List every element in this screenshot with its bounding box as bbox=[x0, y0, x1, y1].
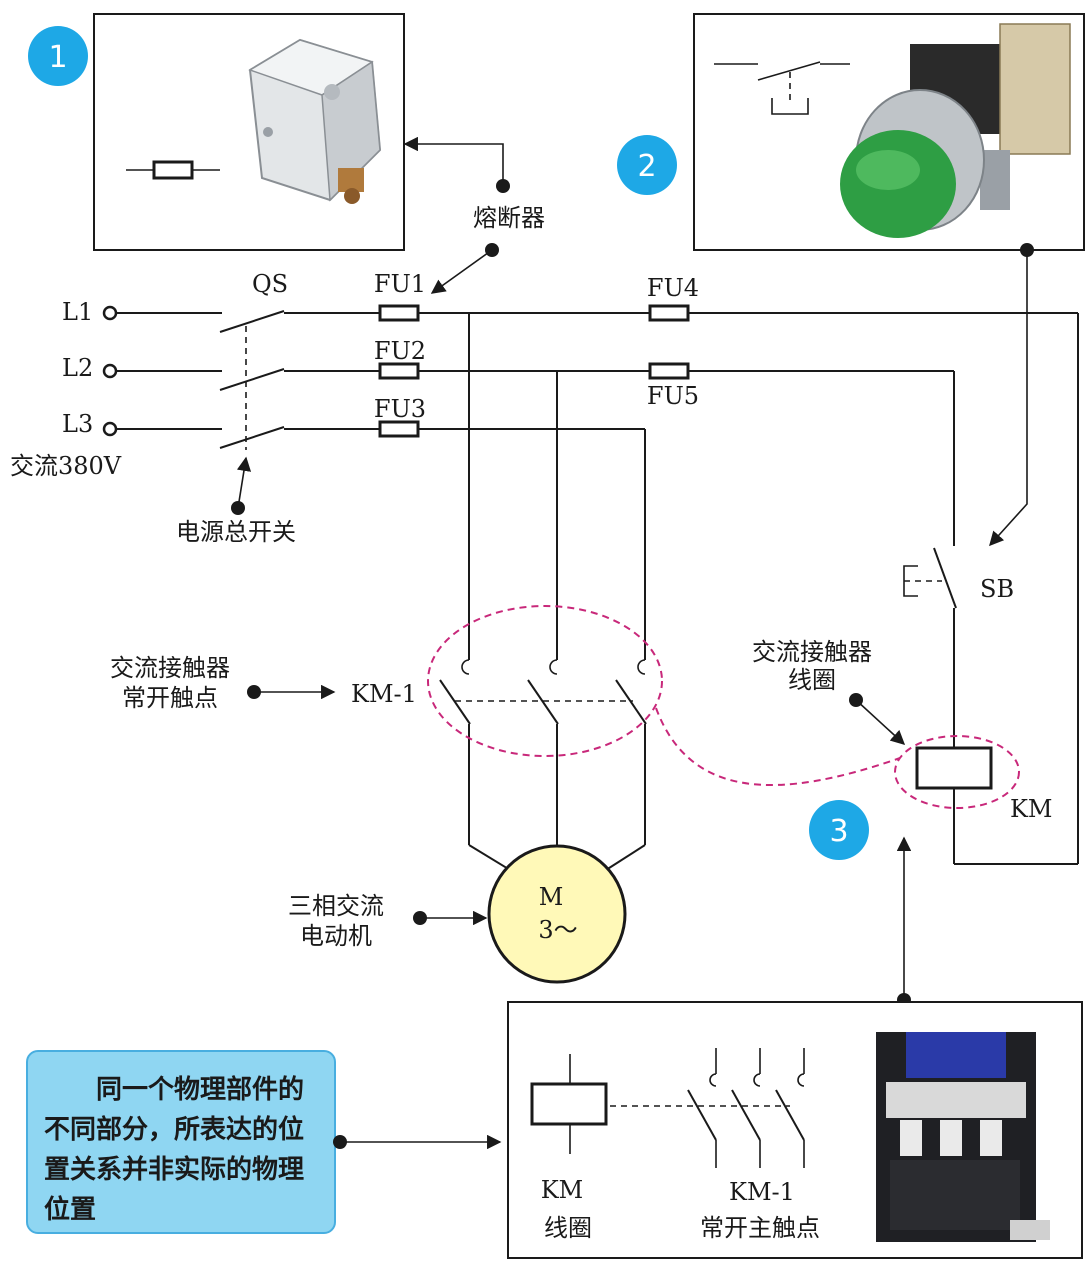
badge-1: 1 bbox=[28, 26, 88, 86]
fuse-callout: 熔断器 bbox=[403, 136, 545, 294]
km1-label: KM-1 bbox=[351, 680, 417, 708]
legend-km1-label: KM-1 bbox=[729, 1178, 795, 1206]
km-coil: KM 交流接触器 线圈 bbox=[752, 638, 1053, 823]
motor-label-line1: 三相交流 bbox=[288, 892, 384, 920]
l3-label: L3 bbox=[62, 410, 93, 438]
dashed-group-outline bbox=[427, 605, 1020, 809]
main-switch-qs: QS 电源总开关 bbox=[116, 270, 296, 546]
qs-label: QS bbox=[252, 270, 288, 298]
fuse-symbol bbox=[126, 160, 220, 180]
contact-label-line1: 交流接触器 bbox=[110, 654, 230, 682]
legend-coil-label: 线圈 bbox=[544, 1214, 592, 1242]
badge-2: 2 bbox=[617, 135, 677, 195]
motor-m: M bbox=[539, 883, 564, 911]
fuses: FU1 FU2 FU3 FU4 FU5 bbox=[374, 270, 699, 438]
supply-terminals: L1 L2 L3 交流380V bbox=[10, 298, 122, 480]
note-text: 同一个物理部件的不同部分，所表达的位置关系并非实际的物理位置 bbox=[44, 1075, 305, 1225]
svg-text:2: 2 bbox=[637, 149, 656, 184]
explanation-note: 同一个物理部件的不同部分，所表达的位置关系并非实际的物理位置 bbox=[26, 1050, 336, 1234]
motor-label-line2: 电动机 bbox=[300, 922, 372, 950]
contact-label-line2: 常开触点 bbox=[122, 684, 218, 712]
contactor-symbols: KM 线圈 KM-1 常开主触点 bbox=[530, 1048, 820, 1242]
motor: M 3～ 三相交流 电动机 bbox=[288, 844, 627, 984]
l2-label: L2 bbox=[62, 354, 93, 382]
ac380-label: 交流380V bbox=[10, 452, 122, 480]
pushbutton-symbol bbox=[714, 61, 850, 115]
fuse-photo-icon bbox=[248, 38, 382, 204]
fu1-label: FU1 bbox=[374, 270, 426, 298]
main-switch-label: 电源总开关 bbox=[176, 518, 296, 546]
l1-label: L1 bbox=[62, 298, 93, 326]
fu4-label: FU4 bbox=[647, 274, 699, 302]
legend-km-label: KM bbox=[541, 1176, 584, 1204]
fu5-label: FU5 bbox=[647, 382, 699, 410]
badge-3: 3 bbox=[809, 800, 869, 860]
sb-pushbutton: SB bbox=[903, 243, 1034, 609]
contactor-photo-icon bbox=[876, 1032, 1050, 1242]
km1-main-contacts: KM-1 交流接触器 常开触点 bbox=[110, 654, 647, 871]
coil-label-line2: 线圈 bbox=[788, 666, 836, 694]
fu2-label: FU2 bbox=[374, 337, 426, 365]
svg-text:1: 1 bbox=[48, 40, 67, 75]
fu3-label: FU3 bbox=[374, 395, 426, 423]
fuse-callout-label: 熔断器 bbox=[473, 204, 545, 232]
coil-label-line1: 交流接触器 bbox=[752, 638, 872, 666]
svg-text:3: 3 bbox=[829, 814, 848, 849]
motor-3phase: 3～ bbox=[538, 916, 577, 944]
phase-wiring bbox=[284, 312, 1079, 865]
legend-main-contact-label: 常开主触点 bbox=[700, 1214, 820, 1242]
km-label: KM bbox=[1010, 795, 1053, 823]
sb-label: SB bbox=[980, 575, 1014, 603]
pushbutton-photo-icon bbox=[840, 23, 1071, 238]
